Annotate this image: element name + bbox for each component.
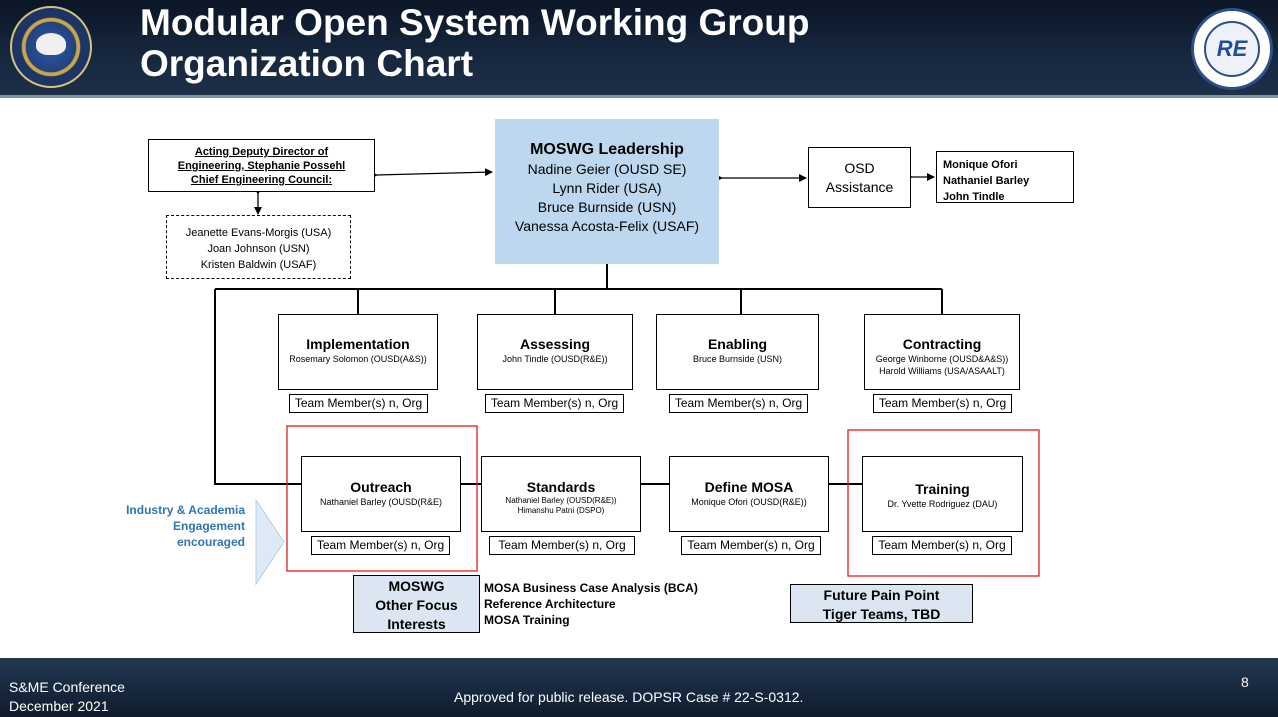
leadership-box: MOSWG Leadership Nadine Geier (OUSD SE) … [495,119,719,264]
osd-line-2: Assistance [825,179,894,195]
title-line-2: Organization Chart [140,43,474,84]
leadership-member: Vanessa Acosta-Felix (USAF) [514,218,700,234]
team-lead: Bruce Burnside (USN) [692,354,783,364]
deputy-line-3: Chief Engineering Council: [190,174,333,186]
team-lead: Nathaniel Barley (OUSD(R&E) [319,497,443,507]
dod-seal-icon [10,6,92,88]
team-lead: Nathaniel Barley (OUSD(R&E)) [505,496,617,505]
industry-engagement-note: Industry & Academia Engagement encourage… [120,502,245,550]
focus-line-3: Interests [387,616,446,632]
leadership-member: Bruce Burnside (USN) [537,199,677,215]
re-seal-icon: RE [1191,8,1273,90]
team-member-label: Team Member(s) n, Org [485,394,624,413]
team-lead: Rosemary Solomon (OUSD(A&S)) [289,354,427,364]
future-line-2: Tiger Teams, TBD [822,606,941,622]
team-training-box: Training Dr. Yvette Rodriguez (DAU) [862,456,1023,532]
council-member: Joan Johnson (USN) [207,243,310,255]
team-title: Training [915,481,970,497]
team-lead: Dr. Yvette Rodriguez (DAU) [887,499,998,509]
team-lead: George Winborne (OUSD&A&S)) [875,354,1009,364]
team-title: Define MOSA [704,479,794,495]
team-title: Standards [526,479,596,495]
focus-item: MOSA Business Case Analysis (BCA) [484,581,698,595]
team-member-label: Team Member(s) n, Org [873,394,1012,413]
team-title: Contracting [902,336,982,352]
team-lead: John Tindle (OUSD(R&E)) [502,354,608,364]
team-member-label: Team Member(s) n, Org [489,536,635,555]
eagle-icon [36,33,66,55]
team-lead: Himanshu Patni (DSPO) [517,506,605,515]
team-define-mosa-box: Define MOSA Monique Ofori (OUSD(R&E)) [669,456,829,532]
team-standards-box: Standards Nathaniel Barley (OUSD(R&E)) H… [481,456,641,532]
page-number: 8 [1241,674,1249,690]
team-assessing-box: Assessing John Tindle (OUSD(R&E)) [477,314,633,390]
team-member-label: Team Member(s) n, Org [681,536,821,555]
team-lead: Harold Williams (USA/ASAALT) [879,366,1005,376]
header-banner: Modular Open System Working Group Organi… [0,0,1278,98]
deputy-director-box: Acting Deputy Director of Engineering, S… [148,139,375,192]
re-logo-text: RE [1216,36,1248,61]
osd-line-1: OSD [844,160,875,176]
team-outreach-box: Outreach Nathaniel Barley (OUSD(R&E) [301,456,461,532]
council-box: Jeanette Evans-Morgis (USA) Joan Johnson… [166,215,351,279]
industry-line-2: Engagement [172,519,245,533]
osd-assistance-box: OSD Assistance [808,147,911,208]
industry-line-3: encouraged [176,535,245,549]
osd-member: Nathaniel Barley [943,175,1030,187]
deputy-line-1: Acting Deputy Director of [194,146,329,158]
council-member: Jeanette Evans-Morgis (USA) [185,227,332,239]
approval-note: Approved for public release. DOPSR Case … [454,689,804,705]
team-implementation-box: Implementation Rosemary Solomon (OUSD(A&… [278,314,438,390]
re-seal-inner: RE [1204,21,1260,77]
industry-line-1: Industry & Academia [126,503,245,517]
conference-date: December 2021 [9,698,109,714]
leadership-member: Nadine Geier (OUSD SE) [527,161,687,177]
leadership-title: MOSWG Leadership [530,141,684,158]
arrow-deputy-leadership [369,168,493,180]
team-title: Implementation [306,336,410,352]
osd-members-box: Monique Ofori Nathaniel Barley John Tind… [936,151,1074,203]
osd-member: Monique Ofori [943,159,1018,171]
council-member: Kristen Baldwin (USAF) [200,259,317,271]
training-highlight [847,429,1040,577]
future-line-1: Future Pain Point [823,587,940,603]
future-pain-point-box: Future Pain Point Tiger Teams, TBD [790,584,973,623]
drop-lines [357,289,943,314]
conference-label: S&ME Conference December 2021 [9,678,125,716]
focus-line-1: MOSWG [388,578,445,594]
osd-member: John Tindle [943,191,1005,203]
page-title: Modular Open System Working Group Organi… [140,2,810,84]
focus-item: MOSA Training [484,613,570,627]
outreach-highlight [286,425,478,572]
team-member-label: Team Member(s) n, Org [872,536,1012,555]
focus-item: Reference Architecture [484,597,616,611]
team-enabling-box: Enabling Bruce Burnside (USN) [656,314,819,390]
team-member-label: Team Member(s) n, Org [669,394,808,413]
left-rail-line [214,289,301,485]
team-contracting-box: Contracting George Winborne (OUSD&A&S)) … [864,314,1020,390]
leadership-member: Lynn Rider (USA) [552,180,662,196]
industry-chevron [255,498,285,586]
team-title: Assessing [519,336,591,352]
conference-name: S&ME Conference [9,679,125,695]
focus-line-2: Other Focus [375,597,458,613]
other-focus-box: MOSWG Other Focus Interests [353,575,480,633]
team-member-label: Team Member(s) n, Org [311,536,450,555]
deputy-line-2: Engineering, Stephanie Possehl [177,160,346,172]
title-line-1: Modular Open System Working Group [140,2,810,43]
team-title: Outreach [350,479,412,495]
team-lead: Monique Ofori (OUSD(R&E)) [691,497,807,507]
footer-banner: S&ME Conference December 2021 Approved f… [0,658,1278,717]
team-member-label: Team Member(s) n, Org [289,394,428,413]
focus-items-list: MOSA Business Case Analysis (BCA) Refere… [484,580,698,628]
team-title: Enabling [707,336,768,352]
